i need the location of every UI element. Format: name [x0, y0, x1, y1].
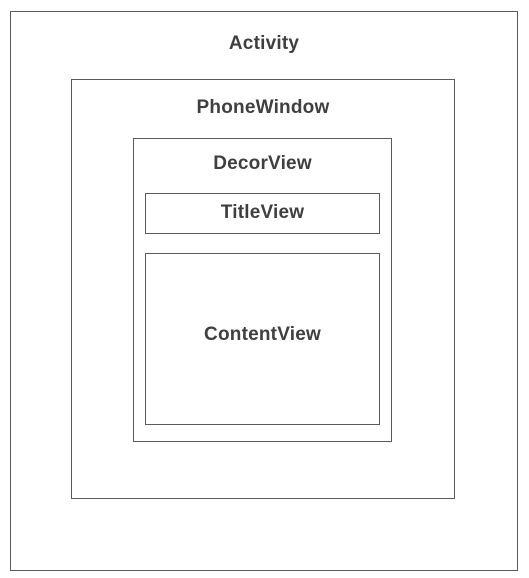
content-view-box: ContentView: [145, 253, 380, 425]
activity-box: Activity: [10, 11, 518, 571]
content-view-label: ContentView: [204, 324, 321, 345]
activity-label: Activity: [228, 33, 300, 54]
title-view-label: TitleView: [220, 202, 305, 223]
decor-view-label: DecorView: [213, 153, 312, 174]
phone-window-label: PhoneWindow: [196, 97, 330, 118]
title-view-box: TitleView: [145, 193, 380, 234]
decor-view-box: DecorView: [133, 138, 392, 442]
phone-window-box: PhoneWindow: [71, 79, 455, 499]
